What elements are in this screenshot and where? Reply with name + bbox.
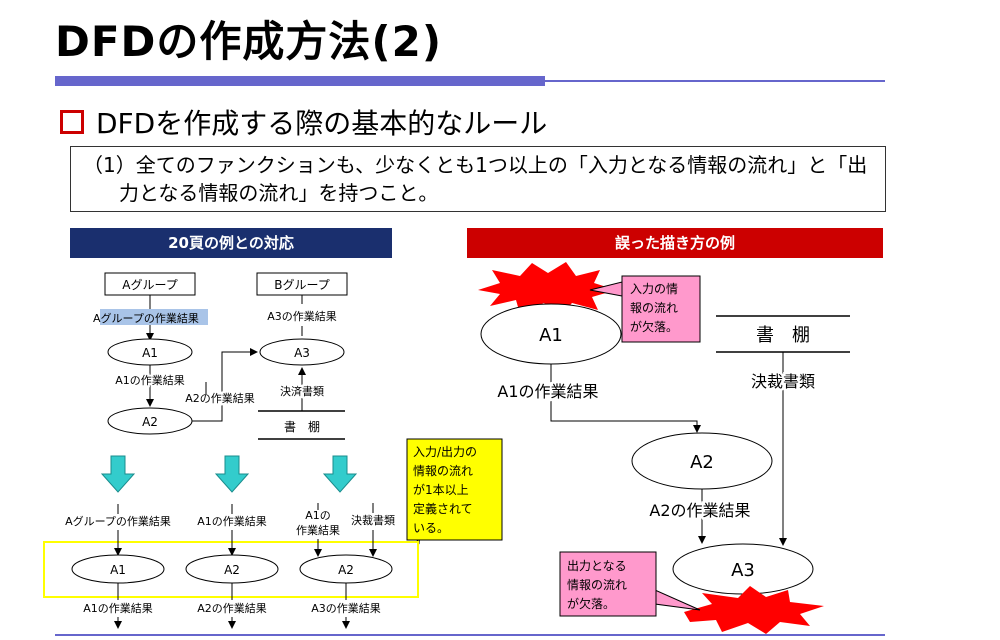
square-bullet-icon [60, 110, 84, 134]
highlight-frame [43, 541, 419, 598]
title-underline-line [545, 80, 885, 82]
right-approval-docs-label: 決裁書類 [751, 372, 815, 391]
right-a1-result-label: A1の作業結果 [497, 382, 598, 401]
missing-input-callout [621, 275, 701, 343]
right-node-a3-label: A3 [731, 560, 755, 581]
error-burst-icon [684, 586, 824, 634]
settlement-docs-label: 決済書類 [280, 384, 324, 398]
col2-in-label: A1の作業結果 [197, 514, 267, 528]
node-a2-label: A2 [142, 415, 158, 429]
right-node-a1-label: A1 [539, 325, 563, 346]
missing-output-callout [559, 551, 657, 617]
row-node-a1-label: A1 [110, 563, 126, 577]
col3-in-label-1: A1の [305, 509, 331, 522]
a2-result-label: A2の作業結果 [185, 391, 255, 405]
col2-out-label: A2の作業結果 [197, 601, 267, 615]
left-top-diagram: Aグループ Bグループ Aグループの作業結果 A3の作業結果 A1 A3 A1の… [93, 272, 348, 440]
teal-down-arrows [100, 455, 358, 493]
col3-in-label-2: 作業結果 [296, 523, 340, 537]
a1-result-label: A1の作業結果 [115, 373, 185, 387]
right-diagram: 入力の情 報の流れ が欠落。 A1 書 棚 A1の作業結果 決裁書類 A2 A2… [478, 262, 850, 634]
rule-heading: DFDを作成する際の基本的なルール [60, 102, 547, 142]
callout-text: 入力/出力の 情報の流れ が1本以上 定義されて いる。 [413, 445, 481, 535]
node-a3-label: A3 [294, 346, 310, 360]
group-b-label: Bグループ [274, 278, 330, 292]
missing-output-text: 出力となる 情報の流れ が欠落。 [567, 559, 631, 611]
group-a-label: Aグループ [122, 278, 178, 292]
col1-in-label: Aグループの作業結果 [65, 514, 171, 528]
error-burst-icon [478, 262, 616, 318]
down-arrow-icon [214, 455, 250, 493]
rule-heading-text: DFDを作成する際の基本的なルール [96, 107, 548, 140]
col3-out-label: A3の作業結果 [311, 601, 381, 615]
a3-result-top-label: A3の作業結果 [267, 309, 337, 323]
right-a2-result-label: A2の作業結果 [649, 501, 750, 520]
down-arrow-icon [322, 455, 358, 493]
bottom-rule [55, 634, 885, 636]
missing-input-text: 入力の情 報の流れ が欠落。 [630, 282, 682, 334]
group-a-result-label: Aグループの作業結果 [93, 311, 199, 325]
right-node-a2-label: A2 [690, 452, 714, 473]
node-a3 [259, 338, 345, 366]
col3-in-docs-label: 決裁書類 [351, 513, 395, 527]
col1-out-label: A1の作業結果 [83, 601, 153, 615]
node-a1-label: A1 [142, 346, 158, 360]
title-underline-bar [55, 76, 545, 86]
row-node-a2b-label: A2 [338, 563, 354, 577]
right-panel-header: 誤った描き方の例 [467, 228, 883, 258]
row-node-a2-label: A2 [224, 563, 240, 577]
right-shelf-label: 書 棚 [756, 325, 810, 346]
callout-box [406, 438, 503, 541]
left-panel-header: 20頁の例との対応 [70, 228, 392, 258]
rule-box: （1）全てのファンクションも、少なくとも1つ以上の「入力となる情報の流れ」と「出… [70, 146, 886, 212]
shelf-label-left: 書 棚 [284, 419, 320, 434]
rule-text-line2: 力となる情報の流れ」を持つこと。 [119, 181, 439, 205]
down-arrow-icon [100, 455, 136, 493]
group-a-result-highlight [100, 309, 208, 325]
left-bottom-row: Aグループの作業結果 A1の作業結果 A1の 作業結果 決裁書類 A1 A2 A… [43, 503, 419, 629]
yellow-callout: 入力/出力の 情報の流れ が1本以上 定義されて いる。 [406, 438, 503, 545]
page-title: DFDの作成方法(2) [55, 17, 443, 66]
rule-text-line1: （1）全てのファンクションも、少なくとも1つ以上の「入力となる情報の流れ」と「出 [83, 153, 868, 177]
